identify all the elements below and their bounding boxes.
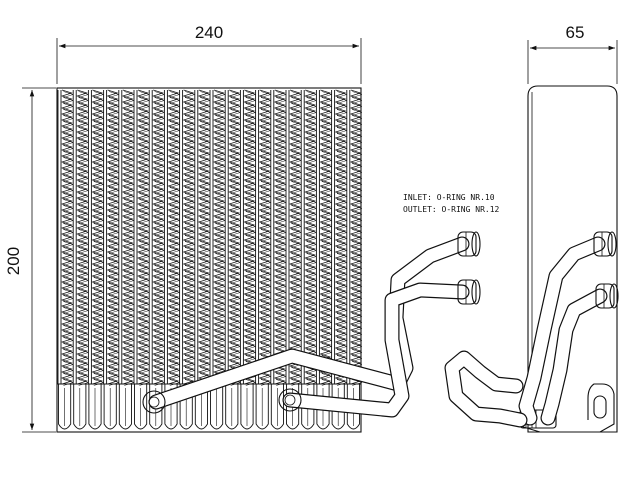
tank-lobe: [301, 384, 315, 430]
tank-lobe: [255, 384, 269, 430]
width-dimension: 240: [56, 23, 362, 84]
left-fitting: [142, 390, 166, 414]
core-fin: [334, 89, 347, 385]
core-fin: [138, 91, 150, 386]
tank-lobe: [331, 384, 345, 430]
core-fin: [108, 91, 120, 386]
core-fin: [182, 89, 195, 385]
core-fin: [319, 89, 332, 385]
front-view-pipes: [142, 231, 481, 418]
tank-lobe: [346, 384, 360, 430]
side-lower-pipe-end: [595, 283, 619, 309]
height-dimension-label: 200: [4, 247, 23, 275]
tank-lobe: [286, 384, 300, 430]
core-fin: [275, 91, 287, 386]
tank-lobe: [316, 384, 330, 430]
tank-lobe: [88, 384, 102, 430]
core-fin: [243, 89, 256, 385]
core-fin: [60, 89, 73, 385]
core-fin: [229, 91, 242, 386]
tank-lobe: [73, 384, 87, 430]
core-fin: [228, 89, 241, 385]
core-fin: [168, 91, 181, 386]
core-fin: [106, 89, 119, 385]
core-fin: [77, 91, 90, 386]
height-dimension: 200: [4, 87, 56, 433]
tank-lobe: [194, 384, 208, 430]
core-fins: [60, 89, 363, 386]
core-fin: [214, 91, 226, 386]
core-fin: [212, 89, 225, 385]
core-fin: [199, 91, 211, 386]
tank-lobe: [240, 384, 254, 430]
depth-dimension-label: 65: [566, 23, 585, 42]
tank-lobe: [103, 384, 117, 430]
outlet-note: OUTLET: O-RING NR.12: [403, 205, 500, 214]
middle-fitting: [278, 388, 302, 412]
tank-lobe: [134, 384, 148, 430]
width-dimension-label: 240: [195, 23, 223, 42]
core-fin: [197, 89, 210, 385]
core-fin: [260, 91, 272, 386]
core-fin: [304, 89, 317, 385]
o-ring-notes: INLET: O-RING NR.10 OUTLET: O-RING NR.12: [403, 193, 500, 214]
core-fin: [336, 91, 348, 386]
core-fin: [244, 91, 257, 386]
core-fin: [351, 91, 363, 386]
side-upper-pipe-end: [593, 231, 617, 257]
inlet-note: INLET: O-RING NR.10: [403, 193, 495, 202]
tank-lobe: [118, 384, 132, 430]
tank-lobe: [270, 384, 284, 430]
core-fin: [152, 89, 165, 385]
core-fin: [258, 89, 271, 385]
core-fin: [305, 91, 318, 386]
upper-pipe-end: [457, 231, 481, 257]
core-fin: [320, 91, 333, 386]
core-fin: [92, 91, 105, 386]
tank-lobe: [58, 384, 72, 430]
tank-lobe: [225, 384, 239, 430]
side-bracket: [519, 383, 615, 433]
core-fin: [153, 91, 166, 386]
core-fin: [121, 89, 134, 385]
core-fin: [288, 89, 301, 385]
core-fin: [136, 89, 149, 385]
core-fin: [62, 91, 74, 386]
tank-lobe: [210, 384, 224, 430]
core-fin: [76, 89, 89, 385]
core-fin: [184, 91, 196, 386]
core-fin: [167, 89, 180, 385]
core-tubes: [57, 90, 351, 384]
side-view: [444, 85, 619, 433]
evaporator-core: [56, 87, 363, 433]
core-fin: [273, 89, 286, 385]
tank-lobe: [149, 384, 163, 430]
core-fin: [91, 89, 104, 385]
core-fin: [349, 89, 362, 385]
core-fin: [290, 91, 302, 386]
depth-dimension: 65: [527, 23, 618, 84]
lower-pipe-end: [457, 279, 481, 305]
core-fin: [123, 91, 135, 386]
tank-lobe: [179, 384, 193, 430]
tank-lobe: [164, 384, 178, 430]
